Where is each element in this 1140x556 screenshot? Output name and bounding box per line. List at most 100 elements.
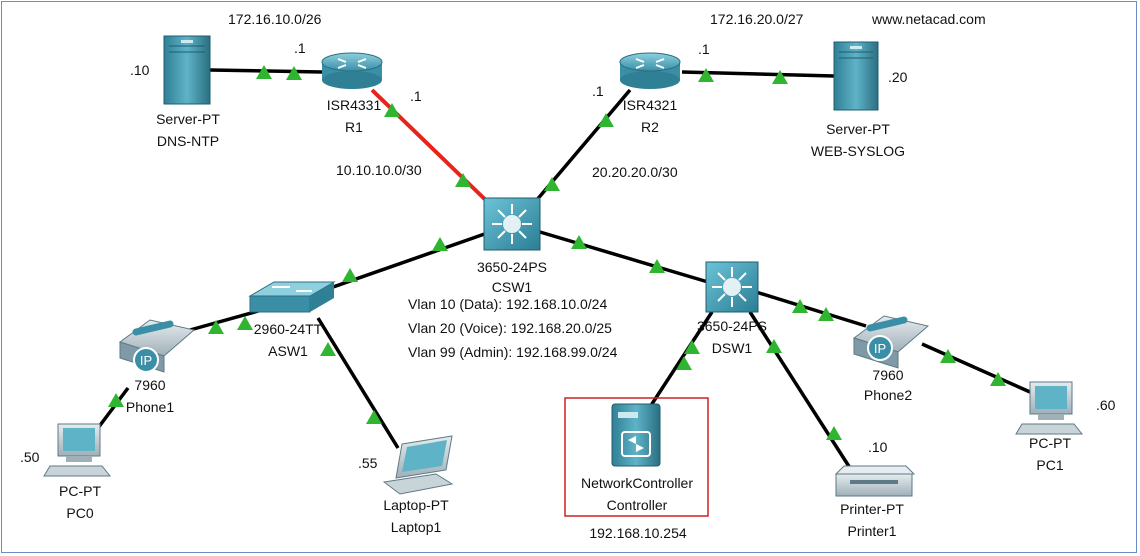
- link-up-indicator: [286, 66, 302, 80]
- pc-icon: [1015, 381, 1084, 435]
- link-csw1-dsw1[interactable]: [539, 230, 709, 284]
- address-label-r1-wan: .1: [410, 88, 422, 104]
- pc-pc0[interactable]: [43, 423, 112, 477]
- address-label-r2-wan: .1: [592, 83, 604, 99]
- link-up-indicator: [320, 342, 336, 356]
- server-icon: [163, 35, 211, 105]
- ip-phone-2[interactable]: IP: [852, 315, 930, 369]
- link-asw1-laptop1[interactable]: [316, 317, 400, 449]
- network-label-wan1: 10.10.10.0/30: [336, 162, 422, 178]
- controller-icon: [611, 403, 661, 467]
- link-up-indicator: [766, 339, 782, 353]
- link-up-indicator: [237, 316, 253, 330]
- address-label-controller: 192.168.10.254: [589, 525, 687, 541]
- link-up-indicator: [598, 113, 614, 127]
- ip-phone-1[interactable]: IP: [118, 319, 196, 373]
- device-model-label: 3650-24PS: [697, 318, 767, 334]
- device-name-label: PC0: [66, 505, 93, 521]
- device-name-label: Printer1: [847, 523, 896, 539]
- link-up-indicator: [544, 177, 560, 191]
- link-dsw1-printer1[interactable]: [748, 311, 852, 469]
- network-label-lan2: 172.16.20.0/27: [710, 11, 804, 27]
- vlan-label: Vlan 20 (Voice): 192.168.20.0/25: [408, 320, 612, 336]
- link-asw1-phone1[interactable]: [189, 308, 263, 332]
- device-name-label: Laptop1: [391, 519, 442, 535]
- pc-pc1[interactable]: [1015, 381, 1084, 435]
- address-label-pc1: .60: [1096, 397, 1116, 413]
- address-label-printer1: .10: [868, 439, 888, 455]
- server-web-syslog[interactable]: [833, 41, 879, 111]
- ip-phone-icon: IP: [118, 319, 196, 373]
- device-name-label: WEB-SYSLOG: [811, 143, 905, 159]
- switch-csw1[interactable]: [483, 197, 541, 251]
- multilayer-switch-icon: [705, 261, 759, 313]
- device-model-label: PC-PT: [1029, 435, 1071, 451]
- address-label-r1-lan: .1: [294, 40, 306, 56]
- labels: 172.16.10.0/26 172.16.20.0/27 www.netaca…: [20, 11, 1116, 541]
- link-up-indicator: [940, 349, 956, 363]
- device-name-label: ASW1: [268, 343, 308, 359]
- laptop-icon: [382, 435, 454, 495]
- device-model-label: 3650-24PS: [477, 259, 547, 275]
- multilayer-switch-icon: [483, 197, 541, 251]
- link-up-indicator: [684, 340, 700, 354]
- device-model-label: 7960: [134, 377, 165, 393]
- device-model-label: 7960: [872, 367, 903, 383]
- link-up-indicator: [990, 372, 1006, 386]
- device-model-label: ISR4331: [327, 97, 382, 113]
- device-name-label: R2: [641, 119, 659, 135]
- link-dsw1-phone2[interactable]: [755, 290, 867, 328]
- link-up-indicator: [384, 103, 400, 117]
- website-label: www.netacad.com: [871, 11, 986, 27]
- ip-badge: IP: [874, 341, 886, 356]
- link-up-indicator: [432, 237, 448, 251]
- device-name-label: PC1: [1036, 457, 1063, 473]
- address-label-r2-lan: .1: [698, 41, 710, 57]
- link-up-indicator: [366, 410, 382, 424]
- link-up-indicator: [792, 299, 808, 313]
- link-up-indicator: [455, 173, 471, 187]
- pc-icon: [43, 423, 112, 477]
- server-dns-ntp[interactable]: [163, 35, 211, 105]
- ip-phone-icon: IP: [852, 315, 930, 369]
- link-up-indicator: [772, 70, 788, 84]
- router-r2[interactable]: [619, 52, 681, 89]
- device-model-label: 2960-24TT: [254, 321, 323, 337]
- server-icon: [833, 41, 879, 111]
- switch-dsw1[interactable]: [705, 261, 759, 313]
- device-model-label: ISR4321: [623, 97, 678, 113]
- link-up-indicator: [571, 235, 587, 249]
- router-icon: [321, 52, 383, 89]
- address-label-server1: .10: [130, 62, 150, 78]
- device-name-label: R1: [345, 119, 363, 135]
- device-name-label: Phone1: [126, 399, 174, 415]
- link-up-indicator: [108, 393, 124, 407]
- router-r1[interactable]: [321, 52, 383, 89]
- link-up-indicator: [256, 65, 272, 79]
- device-model-label: Printer-PT: [840, 501, 904, 517]
- device-model-label: PC-PT: [59, 483, 101, 499]
- device-name-label: Phone2: [864, 387, 912, 403]
- device-model-label: NetworkController: [581, 475, 693, 491]
- device-model-label: Laptop-PT: [383, 497, 449, 513]
- controller-highlight-box: [564, 397, 709, 517]
- vlan-label: Vlan 99 (Admin): 192.168.99.0/24: [408, 344, 618, 360]
- device-model-label: Server-PT: [826, 121, 890, 137]
- switch-asw1[interactable]: [248, 281, 336, 313]
- network-controller[interactable]: [564, 397, 709, 517]
- address-label-server2: .20: [888, 69, 908, 85]
- device-name-label: Controller: [607, 497, 668, 513]
- link-dsw1-controller[interactable]: [646, 311, 714, 411]
- ip-badge: IP: [140, 353, 152, 368]
- link-indicators: [108, 65, 1006, 440]
- link-up-indicator: [818, 307, 834, 321]
- laptop-laptop1[interactable]: [382, 435, 454, 495]
- switch-icon: [248, 281, 336, 313]
- network-label-lan1: 172.16.10.0/26: [228, 11, 322, 27]
- link-up-indicator: [342, 268, 358, 282]
- link-up-indicator: [698, 68, 714, 82]
- printer-printer1[interactable]: [834, 465, 916, 497]
- link-up-indicator: [649, 259, 665, 273]
- link-phone2-pc1[interactable]: [921, 342, 1031, 394]
